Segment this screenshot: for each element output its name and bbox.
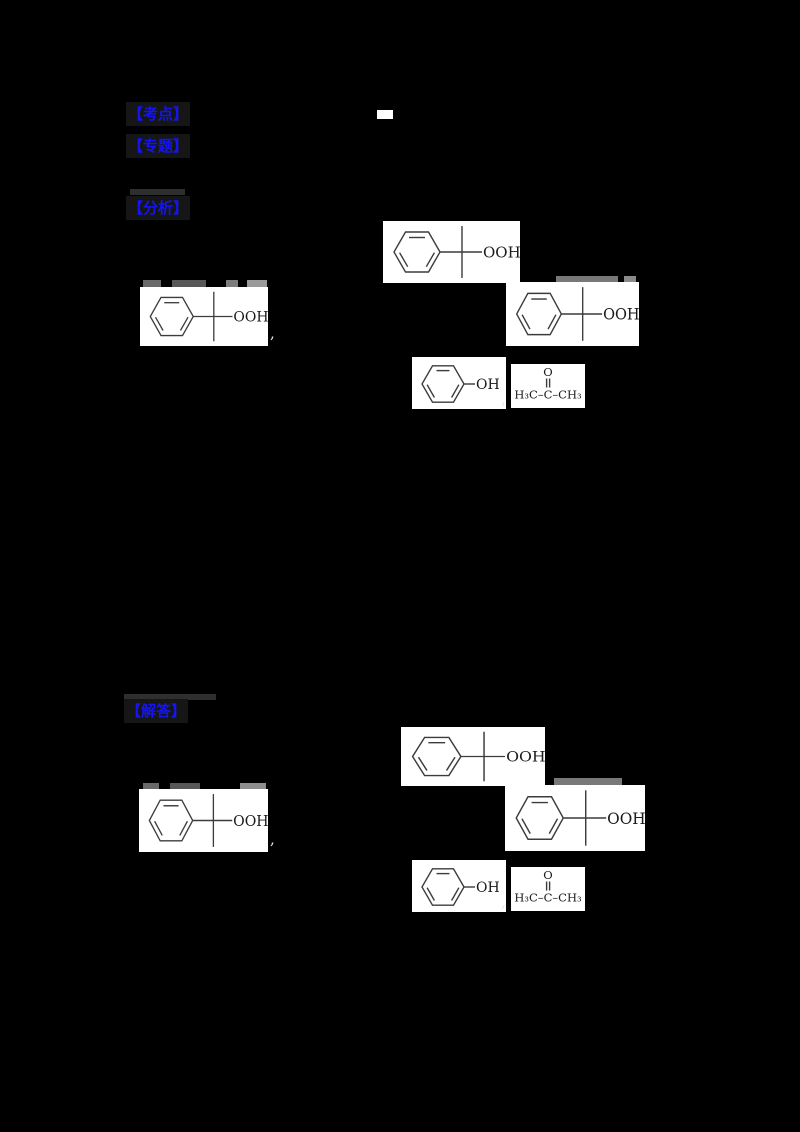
text-remnant-smudge <box>172 280 206 287</box>
structure-phenol-1: OH <box>412 357 506 409</box>
benzene-ring-diagram: OOH <box>393 226 520 278</box>
structure-cumene-hydroperoxide-3: OOH <box>506 282 639 346</box>
benzene-ring-diagram: OOH <box>411 731 545 782</box>
ooh-group-label: OOH <box>233 813 268 831</box>
acetone-diagram: O H₃C–C–CH₃ <box>514 868 582 905</box>
text-remnant-smudge <box>143 783 159 790</box>
acetone-oxygen-label: O <box>543 868 552 882</box>
structure-cumene-hydroperoxide-2: OOH <box>140 287 268 346</box>
acetone-formula-label: H₃C–C–CH₃ <box>514 891 582 905</box>
phenol-ring-diagram: OH <box>421 868 500 906</box>
section-label-exam-points: 【考点】 <box>126 102 191 126</box>
comma-fragment: , <box>501 893 506 911</box>
text-remnant-smudge <box>124 694 216 700</box>
benzene-ring-diagram: OOH <box>149 291 268 342</box>
ooh-group-label: OOH <box>506 748 545 765</box>
benzene-ring-diagram: OOH <box>515 790 645 846</box>
structure-cumene-hydroperoxide-4: OOH <box>401 727 545 786</box>
ooh-group-label: OOH <box>607 809 645 828</box>
section-label-answer: 【解答】 <box>124 699 189 723</box>
acetone-diagram: O H₃C–C–CH₃ <box>514 365 582 402</box>
structure-phenol-2: OH <box>412 860 506 912</box>
text-remnant-smudge <box>170 783 200 790</box>
section-label-topic: 【专题】 <box>126 134 191 158</box>
text-remnant-smudge <box>226 280 238 287</box>
acetone-oxygen-label: O <box>543 365 552 379</box>
structure-cumene-hydroperoxide-6: OOH <box>505 785 645 851</box>
benzene-ring-diagram: OOH <box>148 794 268 847</box>
oh-group-label: OH <box>476 377 500 393</box>
text-remnant-smudge <box>556 276 618 282</box>
structure-cumene-hydroperoxide-5: OOH <box>139 789 268 852</box>
text-remnant-smudge <box>247 280 267 287</box>
structure-acetone-2: O H₃C–C–CH₃ <box>511 867 585 911</box>
comma-fragment: , <box>270 324 275 342</box>
section-label-analysis: 【分析】 <box>126 196 191 220</box>
text-remnant-smudge <box>624 276 636 282</box>
comma-fragment: , <box>270 830 275 848</box>
white-dash-fragment <box>377 110 393 119</box>
comma-fragment: , <box>501 390 506 408</box>
oh-group-label: OH <box>476 880 500 896</box>
structure-acetone-1: O H₃C–C–CH₃ <box>511 364 585 408</box>
acetone-formula-label: H₃C–C–CH₃ <box>514 388 582 402</box>
text-remnant-smudge <box>130 189 185 195</box>
text-remnant-smudge <box>554 778 622 785</box>
text-remnant-smudge <box>143 280 161 287</box>
text-remnant-smudge <box>240 783 266 790</box>
structure-cumene-hydroperoxide-1: OOH <box>383 221 520 283</box>
ooh-group-label: OOH <box>603 305 639 324</box>
phenol-ring-diagram: OH <box>421 365 500 403</box>
ooh-group-label: OOH <box>483 244 520 262</box>
benzene-ring-diagram: OOH <box>515 287 639 341</box>
ooh-group-label: OOH <box>233 310 268 326</box>
